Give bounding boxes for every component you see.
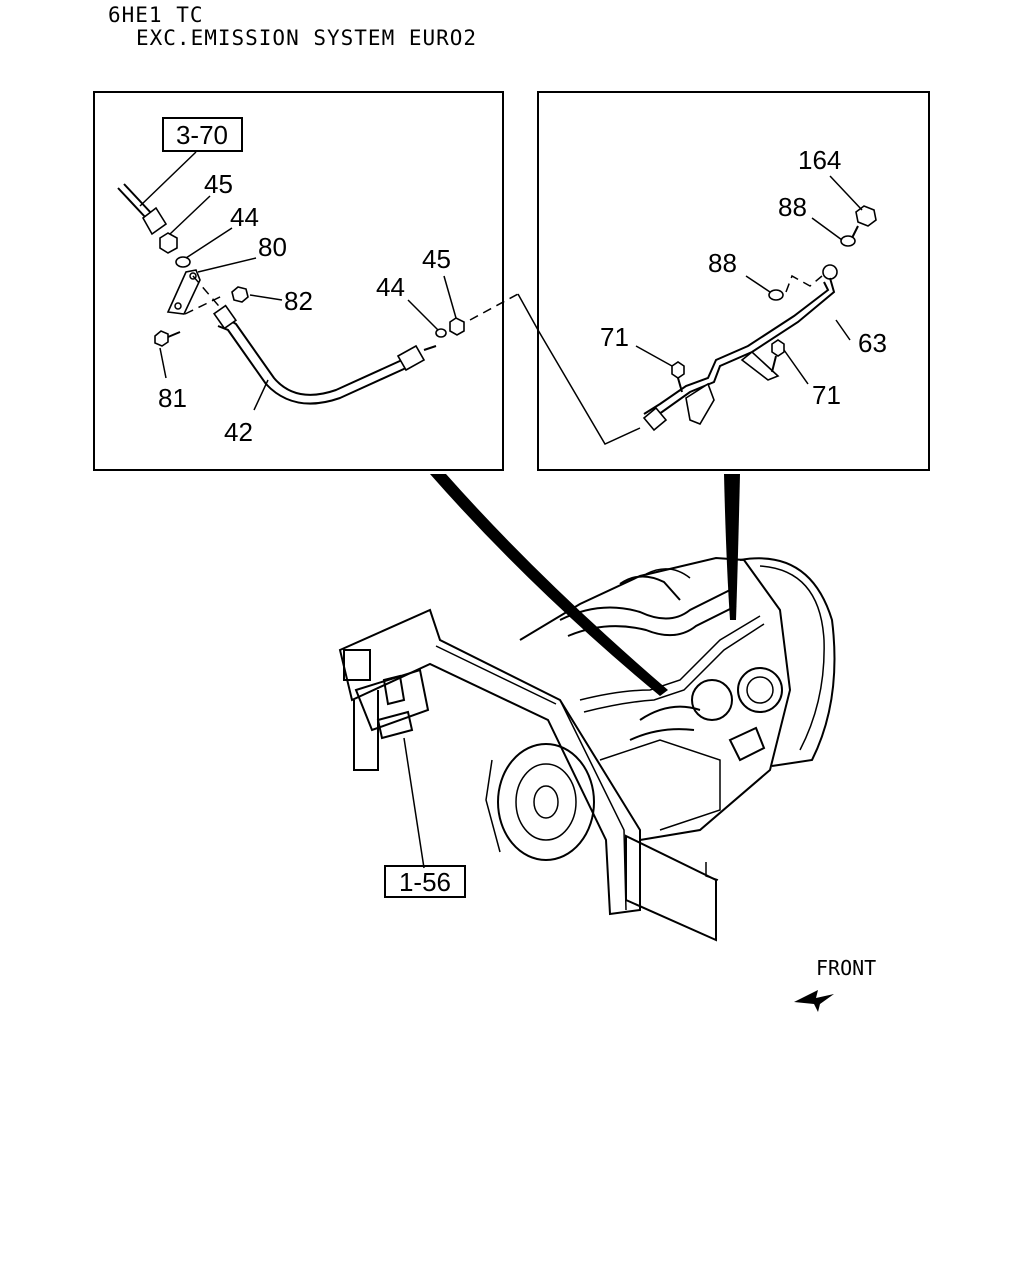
nut-45-upper (159, 232, 178, 254)
right-panel-leaders (635, 175, 863, 385)
callout-80: 80 (258, 232, 287, 262)
front-label: FRONT (816, 956, 876, 980)
ref-box-3-70-text[interactable]: 3-70 (176, 120, 228, 150)
engine-assembly (338, 556, 836, 942)
washer-44-upper (175, 256, 191, 268)
pipe-clip-right (740, 350, 780, 381)
callout-88-upper: 88 (778, 192, 807, 222)
panel-connector-line (517, 293, 641, 445)
crank-pulley (497, 743, 595, 861)
bolt-164 (855, 205, 877, 227)
callout-88-lower: 88 (708, 248, 737, 278)
right-panel-parts (642, 205, 877, 432)
left-detail-panel (93, 91, 504, 471)
ref-1-56-leader (403, 737, 425, 869)
callout-82: 82 (284, 286, 313, 316)
washer-88-lower (768, 289, 784, 301)
nut-45-lower (449, 317, 465, 336)
right-panel-pointer (724, 474, 740, 620)
callout-42: 42 (224, 417, 253, 447)
callout-45-upper: 45 (204, 169, 233, 199)
bolt-71-right (771, 339, 785, 357)
ref-box-1-56-text[interactable]: 1-56 (399, 867, 451, 897)
callout-71-right: 71 (812, 380, 841, 410)
emission-system-subtitle: EXC.EMISSION SYSTEM EURO2 (136, 26, 478, 50)
radiator (625, 834, 717, 942)
pipe-sensor-fitting (396, 344, 426, 372)
right-detail-panel (537, 91, 930, 471)
bolt-81 (154, 330, 169, 347)
callout-44-upper: 44 (230, 202, 259, 232)
callout-71-left: 71 (600, 322, 629, 352)
banjo-fitting (822, 264, 838, 280)
ref-box-1-56[interactable] (384, 865, 466, 898)
nut-82 (231, 286, 249, 303)
callout-45-lower: 45 (422, 244, 451, 274)
pipe-end-fitting (642, 406, 668, 432)
pipe-clip-left (685, 382, 715, 425)
left-panel-parts (117, 183, 519, 405)
diagram-header: 6HE1 TC EXC.EMISSION SYSTEM EURO2 (108, 4, 477, 50)
washer-44-lower (435, 328, 447, 338)
engine-model-title: 6HE1 TC (108, 3, 204, 27)
callout-164: 164 (798, 145, 841, 175)
pipe-63 (647, 277, 836, 421)
callout-63: 63 (858, 328, 887, 358)
pipe-42 (225, 317, 403, 396)
ref-box-3-70[interactable] (162, 117, 243, 152)
front-arrow-icon (794, 990, 834, 1012)
callout-81: 81 (158, 383, 187, 413)
callout-44-lower: 44 (376, 272, 405, 302)
washer-88-upper (840, 235, 856, 247)
left-panel-pointer (430, 474, 668, 696)
left-panel-leaders (139, 151, 457, 411)
bolt-71-left (671, 361, 685, 379)
pipe-fitting (141, 206, 168, 236)
